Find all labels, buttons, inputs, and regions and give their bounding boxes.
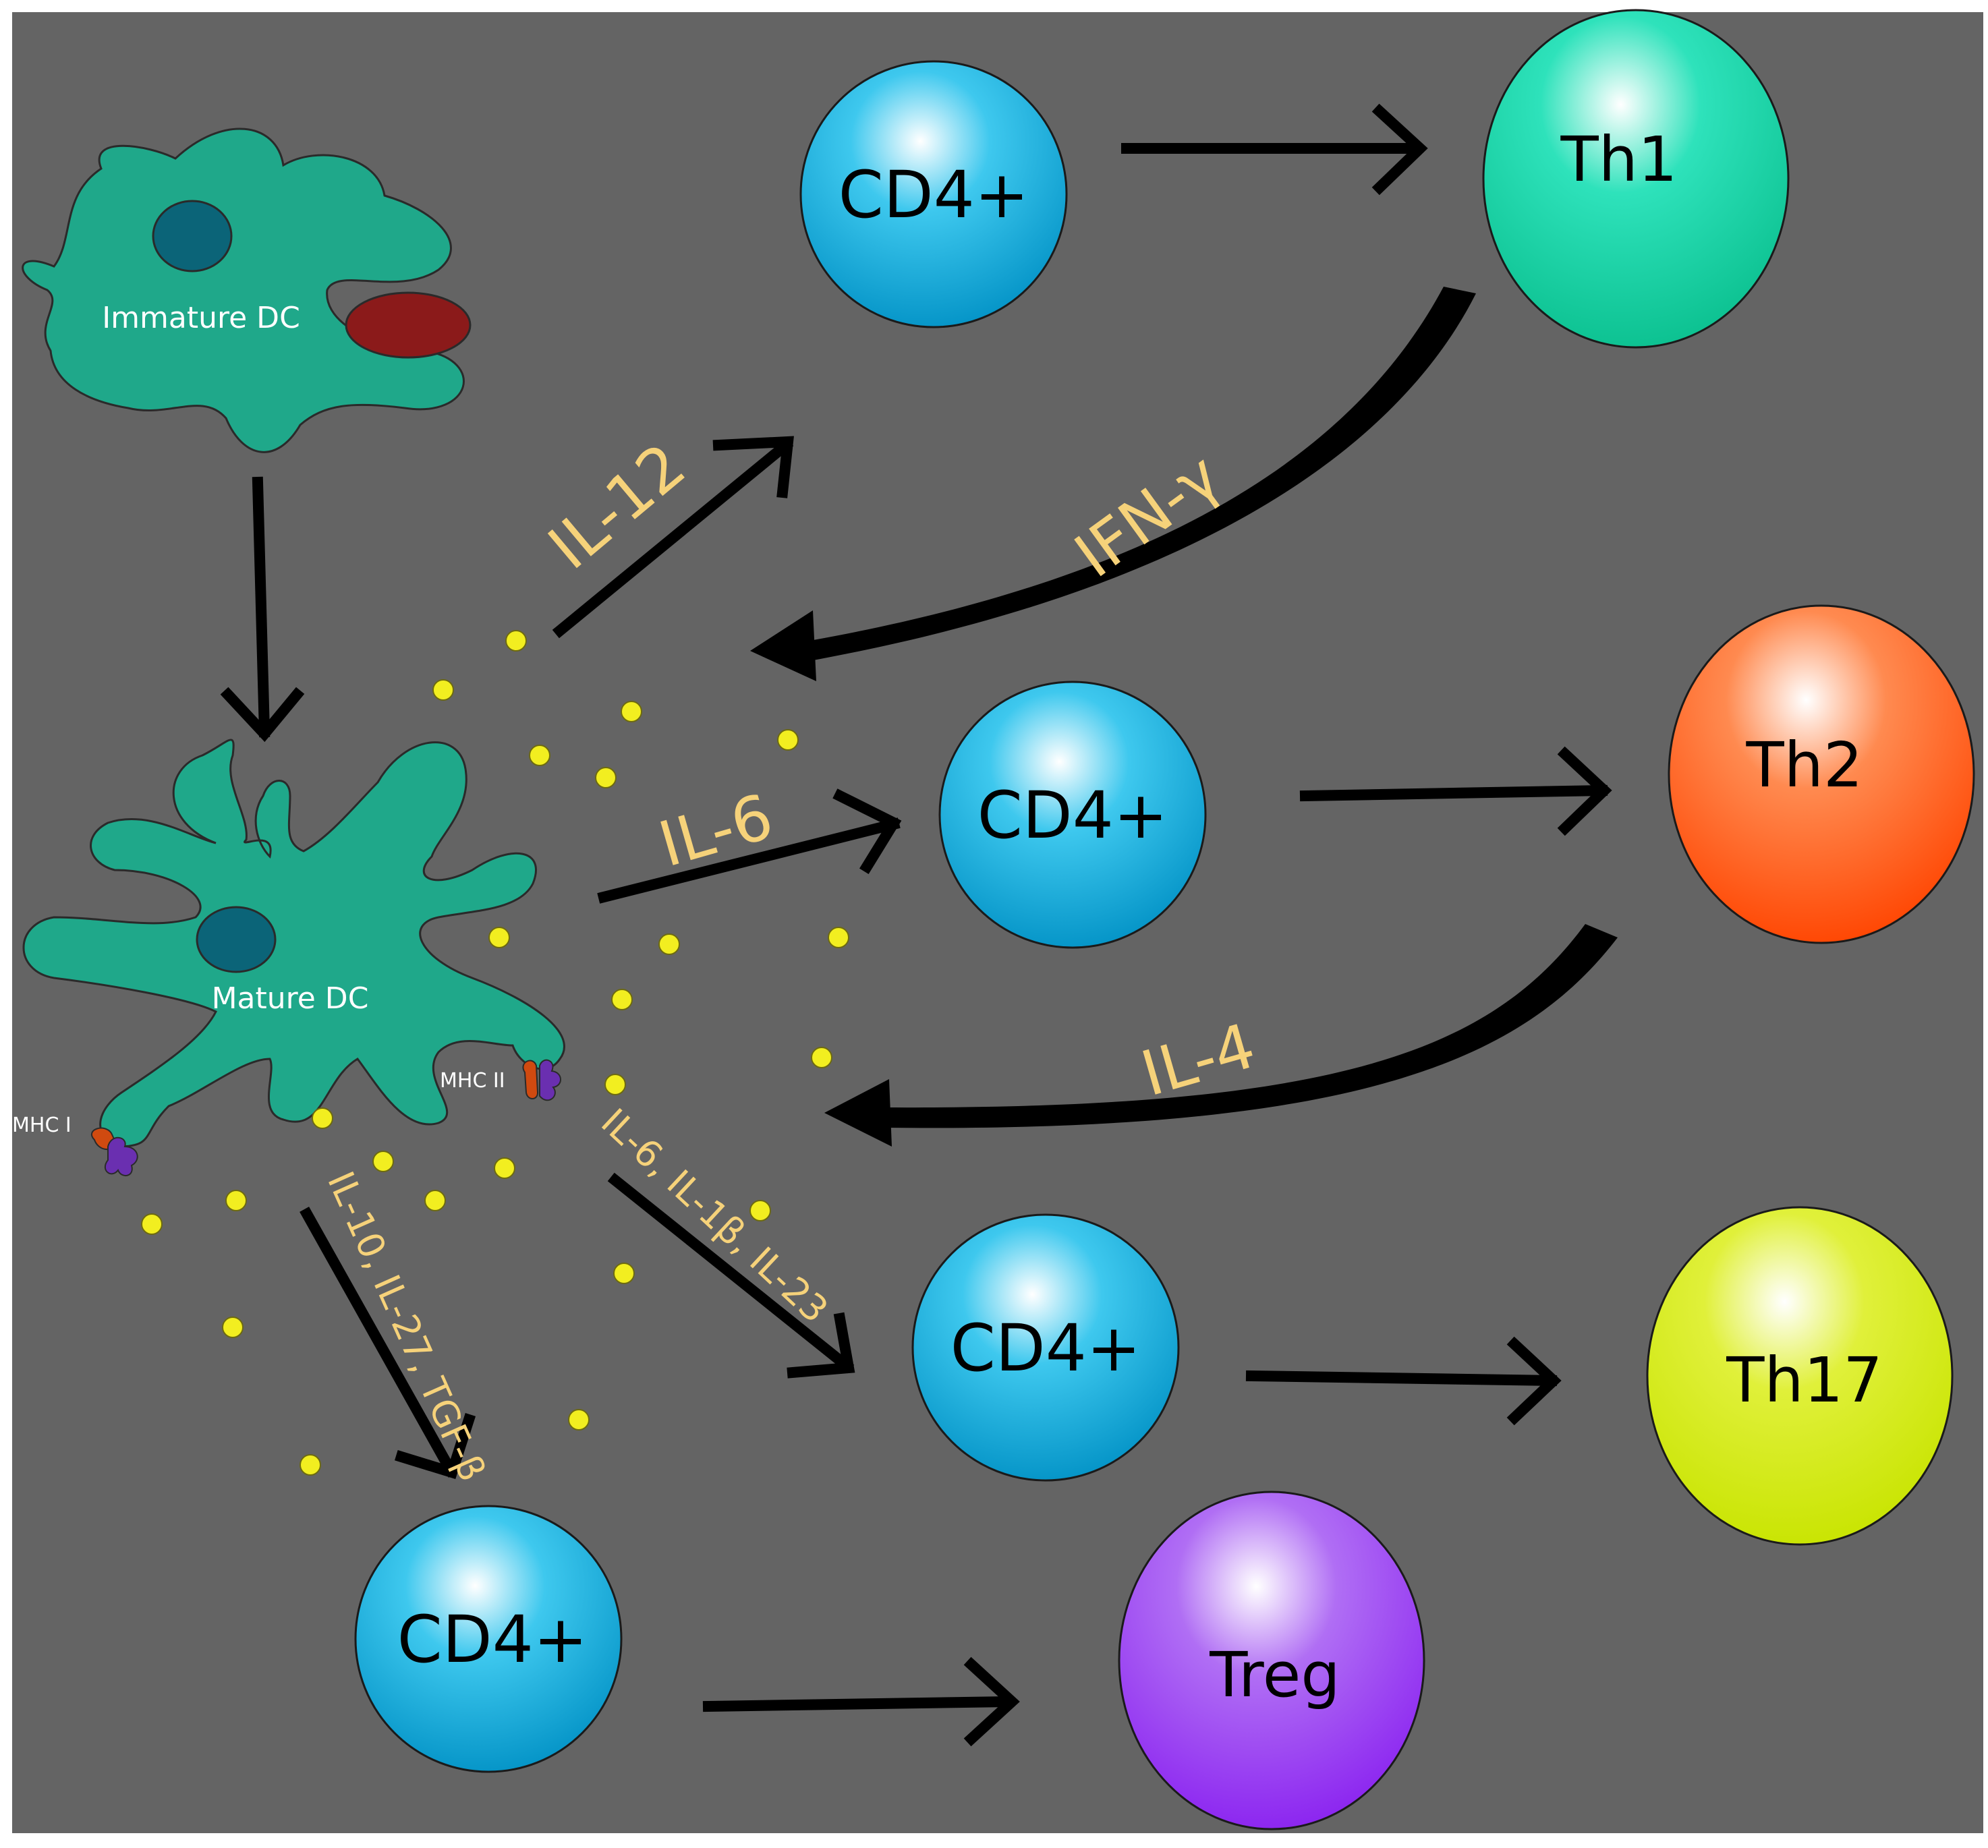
cytokine-dot xyxy=(749,1200,771,1221)
cytokine-dot xyxy=(613,1263,635,1284)
mhc-i-molecule: MHC I xyxy=(12,1114,138,1176)
arrow-cd4-to-th1 xyxy=(1121,103,1428,196)
cytokine-dot xyxy=(312,1107,333,1129)
cytokine-dot xyxy=(611,989,633,1010)
cytokine-dot xyxy=(372,1151,394,1172)
cd4-label-4: CD4+ xyxy=(397,1602,588,1677)
arrow-cd4-to-treg xyxy=(702,1656,1020,1747)
treg-label: Treg xyxy=(1209,1639,1340,1711)
cytokine-dot xyxy=(488,927,510,948)
cytokine-dot xyxy=(811,1047,832,1068)
th2-label: Th2 xyxy=(1745,729,1863,801)
treg-cell: Treg xyxy=(1118,1491,1425,1830)
cytokine-dot xyxy=(777,729,799,751)
th17-cell: Th17 xyxy=(1646,1206,1954,1546)
il12-arrow xyxy=(552,436,794,639)
cytokine-dot xyxy=(828,927,849,948)
cd4-label-1: CD4+ xyxy=(839,157,1029,233)
cytokine-dot xyxy=(658,933,680,955)
cytokine-dot xyxy=(300,1454,321,1476)
cytokine-dot xyxy=(505,630,527,652)
mature-dc-nucleus xyxy=(196,906,277,973)
cytokine-dot xyxy=(529,745,550,766)
differentiation-arrows xyxy=(702,103,1612,1747)
cd4-cell-th2-path: CD4+ xyxy=(938,681,1207,949)
mhc-ii-label: MHC II xyxy=(440,1069,505,1093)
cd4-cell-th17-path: CD4+ xyxy=(911,1213,1180,1482)
cytokine-dot xyxy=(222,1317,244,1338)
cd4-label-2: CD4+ xyxy=(977,778,1168,853)
mhc-ii-molecule: MHC II xyxy=(440,1059,561,1101)
arrow-cd4-to-th2 xyxy=(1299,746,1612,836)
cytokine-dot xyxy=(568,1409,590,1431)
cd4-label-3: CD4+ xyxy=(950,1310,1141,1386)
cd4-cell-treg-path: CD4+ xyxy=(354,1505,623,1773)
th17-label: Th17 xyxy=(1726,1344,1883,1416)
cytokine-dot xyxy=(595,767,617,788)
th2-cell: Th2 xyxy=(1668,604,1975,944)
il4-feedback-arrow xyxy=(824,924,1618,1147)
mhc-i-label: MHC I xyxy=(12,1114,72,1137)
immature-dendritic-cell: Immature DC xyxy=(22,127,472,453)
mature-dc-label: Mature DC xyxy=(212,981,369,1016)
th17-signal-arrow xyxy=(607,1172,855,1379)
cytokine-dot xyxy=(432,679,454,701)
cytokine-dot xyxy=(494,1157,515,1179)
immature-dc-nucleus xyxy=(152,200,233,272)
arrow-cd4-to-th17 xyxy=(1245,1336,1562,1426)
th1-label: Th1 xyxy=(1560,123,1677,196)
cytokine-dots xyxy=(141,630,849,1476)
mature-dendritic-cell: Mature DC xyxy=(22,739,565,1148)
ifn-gamma-feedback-arrow xyxy=(750,287,1476,681)
th1-cell: Th1 xyxy=(1482,9,1790,349)
cytokine-arrows xyxy=(300,436,902,1479)
immature-dc-label: Immature DC xyxy=(102,301,300,335)
treg-signal-arrow xyxy=(300,1207,476,1479)
maturation-arrow xyxy=(220,476,305,743)
cytokine-dot xyxy=(604,1074,626,1095)
cd4-cell-th1-path: CD4+ xyxy=(799,60,1068,328)
il6-arrow xyxy=(597,788,902,904)
cytokine-dot xyxy=(225,1190,247,1211)
antigen xyxy=(345,291,472,359)
cytokine-dot xyxy=(141,1213,163,1235)
cytokine-dot xyxy=(424,1190,446,1211)
cytokine-dot xyxy=(621,701,642,722)
